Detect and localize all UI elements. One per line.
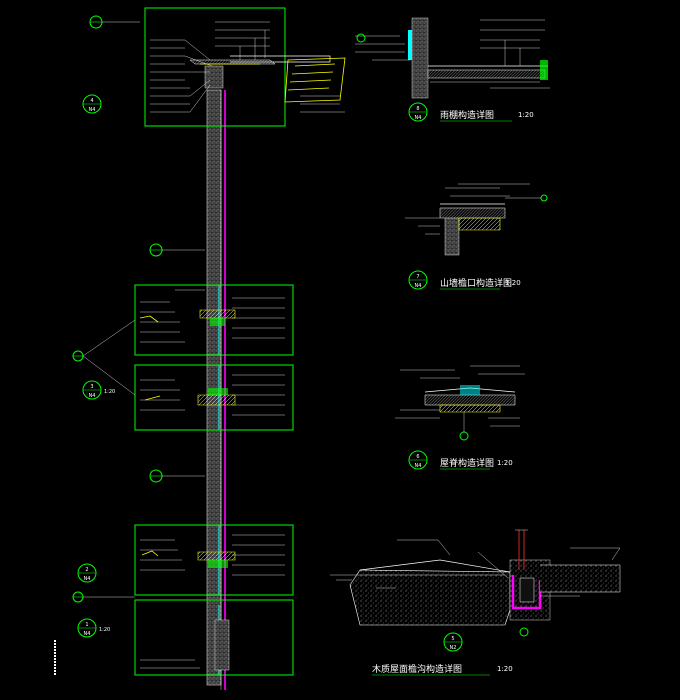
svg-text:1:20: 1:20: [99, 627, 110, 633]
detail-5-title: 5 N2 木质屋面檐沟构造详图 1:20: [372, 632, 513, 676]
wall-callout-1: [149, 243, 205, 257]
svg-text:1:20: 1:20: [505, 279, 521, 287]
svg-text:木质屋面檐沟构造详图: 木质屋面檐沟构造详图: [372, 663, 462, 675]
svg-text:5: 5: [451, 636, 454, 642]
svg-text:N4: N4: [89, 107, 96, 113]
svg-text:4: 4: [90, 98, 93, 104]
svg-text:N4: N4: [84, 631, 91, 637]
bubble-cluster-upper: [72, 319, 136, 396]
svg-text:2: 2: [85, 567, 88, 573]
detail-2-bubble: 2 N4: [77, 563, 97, 583]
svg-text:3: 3: [90, 384, 93, 390]
bubble-cluster-lower: [72, 591, 135, 603]
window-detail-box-4: [134, 599, 294, 676]
detail-7-drawing: [405, 183, 548, 256]
detail-6-drawing: [395, 365, 525, 441]
svg-text:N2: N2: [450, 645, 457, 651]
svg-text:N4: N4: [415, 115, 422, 121]
svg-text:1:20: 1:20: [104, 389, 115, 395]
svg-text:N4: N4: [84, 576, 91, 582]
window-detail-box-3: [134, 524, 294, 596]
svg-text:6: 6: [416, 454, 419, 460]
svg-text:屋脊构造详图: 屋脊构造详图: [440, 457, 494, 469]
svg-text:N4: N4: [415, 283, 422, 289]
svg-text:7: 7: [416, 274, 419, 280]
detail-8-title: 8 N4 雨棚构造详图 1:20: [408, 102, 534, 122]
detail-6-title: 6 N4 屋脊构造详图 1:20: [408, 450, 513, 470]
svg-text:N4: N4: [415, 463, 422, 469]
svg-text:1:20: 1:20: [497, 459, 513, 467]
detail-7-title: 7 N4 山墙檐口构造详图 1:20: [408, 270, 521, 290]
detail-8-drawing: [355, 17, 550, 99]
svg-text:1:20: 1:20: [518, 111, 534, 119]
window-detail-box-2: [134, 364, 294, 431]
svg-text:1: 1: [85, 622, 88, 628]
detail-3-bubble: 3 N4 1:20: [82, 380, 115, 400]
wall-callout-2: [149, 469, 205, 483]
detail-1-bubble: 1 N4 1:20: [77, 618, 110, 638]
svg-text:8: 8: [416, 106, 419, 112]
svg-text:1:20: 1:20: [497, 665, 513, 673]
svg-text:山墙檐口构造详图: 山墙檐口构造详图: [440, 277, 512, 289]
detail-4-frame: [144, 7, 346, 127]
index-bubble-top: [89, 15, 140, 29]
detail-4-bubble: 4 N4: [82, 94, 102, 114]
svg-text:N4: N4: [89, 393, 96, 399]
detail-5-drawing: [330, 529, 621, 637]
svg-text:雨棚构造详图: 雨棚构造详图: [440, 109, 494, 121]
